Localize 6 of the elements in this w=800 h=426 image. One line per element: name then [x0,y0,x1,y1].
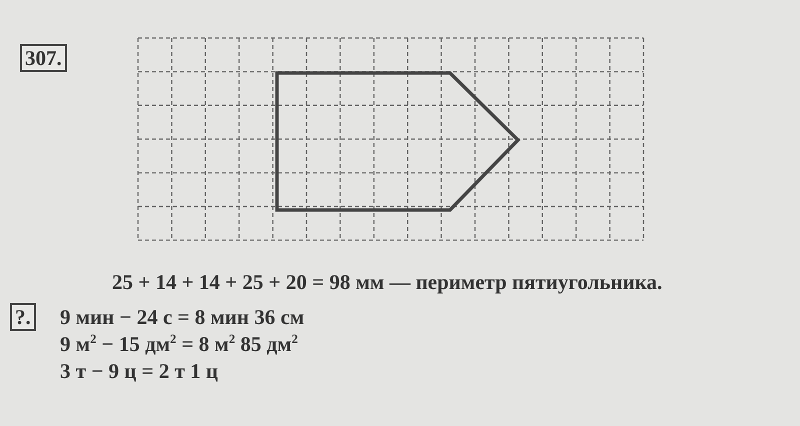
exercise-number: ?. [10,303,36,331]
equation-text: 9 мин − 24 с = 8 мин 36 см [60,304,304,330]
exercise-number: 307. [20,44,67,72]
equation-text: 3 т − 9 ц = 2 т 1 ц [60,358,218,384]
equation-text: 9 м$^{2}$ − 15 дм$^{2}$ = 8 м$^{2}$ 85 дм$^{2}$ [60,331,298,357]
equation-text: 25 + 14 + 14 + 25 + 20 = 98 мм — периметр пятиугольника. [112,269,662,295]
